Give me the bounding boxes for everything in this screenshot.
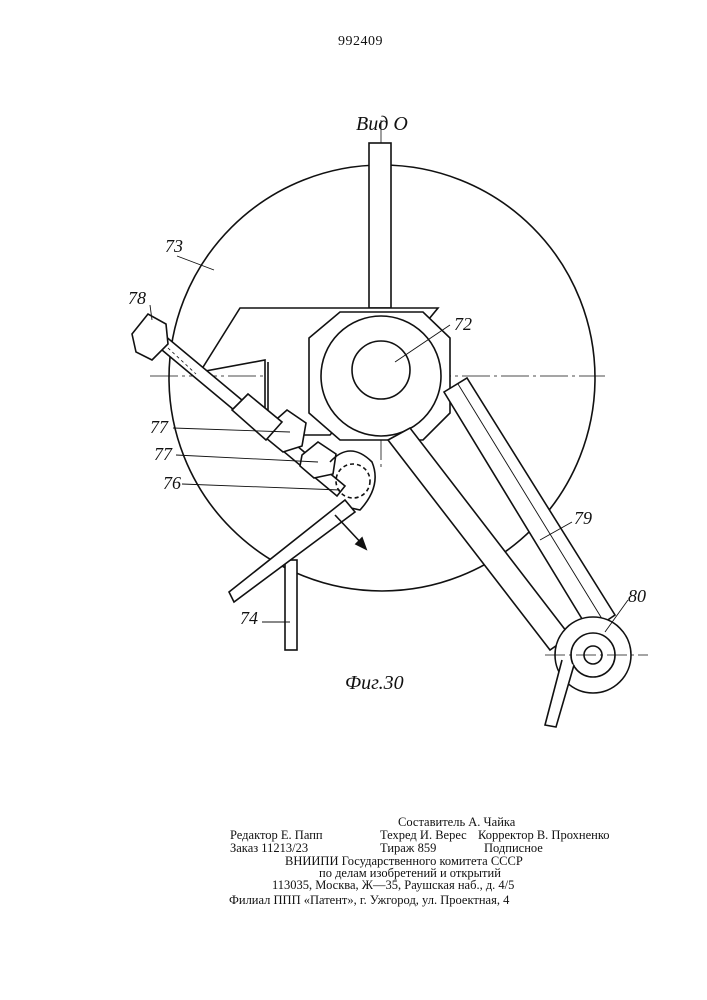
vertical-shaft xyxy=(369,143,391,308)
footer-compiler: Составитель А. Чайка xyxy=(398,815,515,829)
footer-order: Заказ 11213/23 xyxy=(230,841,308,855)
label-77-b: 77 xyxy=(154,444,172,465)
footer-branch: Филиал ППП «Патент», г. Ужгород, ул. Про… xyxy=(229,893,509,907)
footer-subscription: Подписное xyxy=(484,841,543,855)
label-77-a: 77 xyxy=(150,417,168,438)
figure-caption: Фиг.30 xyxy=(345,672,404,695)
leader-76 xyxy=(182,484,340,490)
label-73: 73 xyxy=(165,236,183,257)
footer-editor: Редактор Е. Папп xyxy=(230,828,323,842)
label-78: 78 xyxy=(128,288,146,309)
label-74: 74 xyxy=(240,608,258,629)
label-76: 76 xyxy=(163,473,181,494)
footer-circulation: Тираж 859 xyxy=(380,841,436,855)
view-title: Вид О xyxy=(356,113,408,136)
label-72: 72 xyxy=(454,314,472,335)
nut-77-b xyxy=(300,442,336,478)
footer-corrector: Корректор В. Прохненко xyxy=(478,828,610,842)
strap xyxy=(545,660,574,727)
bolt-78-head xyxy=(132,314,168,360)
hub-octagon xyxy=(309,312,450,440)
footer-address: 113035, Москва, Ж—35, Раушская наб., д. … xyxy=(272,878,514,892)
footer-techred: Техред И. Верес xyxy=(380,828,467,842)
label-80: 80 xyxy=(628,586,646,607)
roller-76 xyxy=(336,464,370,498)
leader-73 xyxy=(177,256,214,270)
rod-74 xyxy=(285,560,297,650)
label-79: 79 xyxy=(574,508,592,529)
